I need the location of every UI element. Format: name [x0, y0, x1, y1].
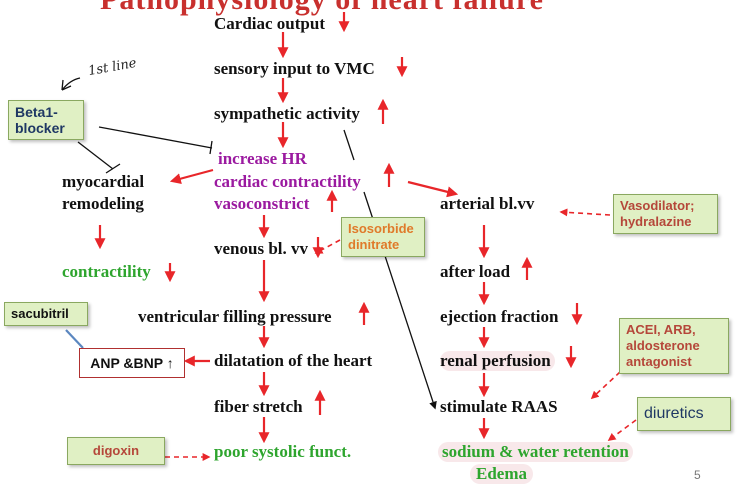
anp-bnp-box: ANP &BNP ↑: [79, 348, 185, 378]
node-cardiac-contractility: cardiac contractility: [214, 172, 361, 191]
central-flow-arrows: [94, 32, 490, 444]
beta1-blocker-box: Beta1- blocker: [8, 100, 84, 140]
vasodilator-box: Vasodilator; hydralazine: [613, 194, 718, 234]
acei-arb-box: ACEI, ARB, aldosterone antagonist: [619, 318, 729, 374]
node-sympathetic-activity: sympathetic activity: [214, 104, 360, 123]
hand-drawn-arrow-icon: [61, 77, 81, 91]
node-vasoconstrict: vasoconstrict: [214, 194, 310, 213]
node-dilatation: dilatation of the heart: [214, 351, 373, 370]
vasodilator-line2: hydralazine: [620, 214, 692, 229]
isosorbide-line2: dinitrate: [348, 237, 400, 252]
diuretics-box: diuretics: [637, 397, 731, 431]
node-myocardial: myocardial: [62, 172, 145, 191]
vasodilator-line1: Vasodilator;: [620, 198, 695, 213]
acei-line3: antagonist: [626, 354, 692, 369]
slide-title: Pathophysiology of heart failure: [100, 0, 544, 16]
node-increase-hr: increase HR: [218, 149, 307, 168]
node-fiber-stretch: fiber stretch: [214, 397, 303, 416]
node-poor-systolic: poor systolic funct.: [214, 442, 352, 461]
sacubitril-box: sacubitril: [4, 302, 88, 326]
node-edema: Edema: [470, 464, 533, 484]
sacubitril-connector: [65, 329, 84, 349]
node-arterial-bl: arterial bl.vv: [440, 194, 535, 213]
node-sensory-input: sensory input to VMC: [214, 59, 375, 78]
node-venous-bl: venous bl. vv: [214, 239, 308, 258]
page-number: 5: [694, 468, 701, 482]
acei-line1: ACEI, ARB,: [626, 322, 696, 337]
node-sodium-water: sodium & water retention: [438, 442, 633, 462]
node-remodeling: remodeling: [62, 194, 144, 213]
digoxin-box: digoxin: [67, 437, 165, 465]
acei-line2: aldosterone: [626, 338, 700, 353]
drug-dashed-arrows: [165, 208, 637, 461]
up-arrow-icon: ↑: [166, 355, 174, 371]
node-stimulate-raas: stimulate RAAS: [440, 397, 558, 416]
node-ventricular-filling: ventricular filling pressure: [138, 307, 332, 326]
node-renal-perfusion: renal perfusion: [440, 351, 555, 371]
node-ejection-fraction: ejection fraction: [440, 307, 559, 326]
anp-bnp-label: ANP &BNP: [90, 355, 163, 371]
node-contractility: contractility: [62, 262, 151, 281]
node-after-load: after load: [440, 262, 511, 281]
isosorbide-line1: Isosorbide: [348, 221, 414, 236]
node-cardiac-output: Cardiac output: [214, 14, 325, 33]
isosorbide-box: Isosorbide dinitrate: [341, 217, 425, 257]
